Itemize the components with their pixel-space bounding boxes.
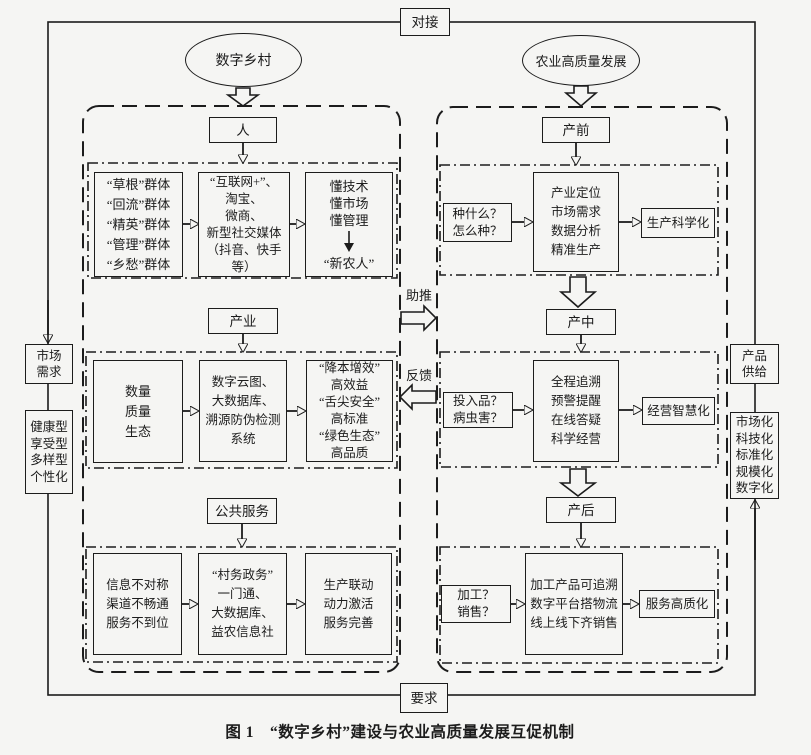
people-media-box: “互联网+”、 淘宝、 微商、 新型社交媒体 （抖音、快手 等）: [198, 172, 290, 277]
bottom-connector-label: 要求: [410, 690, 438, 706]
feedback-left-block-arrow-icon: [398, 383, 437, 411]
market-demand-label: 市场 需求: [36, 348, 62, 380]
people-groups-box: “草根”群体 “回流”群体 “精英”群体 “管理”群体 “乡愁”群体: [94, 172, 183, 277]
supply-traits-box: 市场化 科技化 标准化 规模化 数字化: [730, 412, 779, 499]
industry-inputs-box: 数量 质量 生态: [93, 360, 183, 463]
digital-village-title: 数字乡村: [215, 54, 272, 69]
people-media-text: “互联网+”、 淘宝、 微商、 新型社交媒体 （抖音、快手 等）: [206, 174, 282, 274]
public-problems-box: 信息不对称 渠道不畅通 服务不到位: [93, 553, 182, 655]
people-header-label: 人: [236, 122, 250, 138]
pre-production-header-box: 产前: [542, 117, 610, 143]
mid-result-box: 经营智慧化: [642, 397, 715, 425]
industry-header-label: 产业: [229, 313, 257, 329]
post-process-box: 加工产品可追溯 数字平台搭物流 线上线下齐销售: [525, 553, 623, 655]
post-result-box: 服务高质化: [639, 590, 715, 618]
pre-question-box: 种什么？ 怎么种？: [443, 203, 512, 242]
mid-production-header-label: 产中: [567, 314, 595, 330]
public-service-header-label: 公共服务: [215, 503, 269, 519]
industry-outcomes-text: “降本增效” 高效益 “舌尖安全” 高标准 “绿色生态” 高品质: [318, 361, 381, 460]
people-header-box: 人: [209, 117, 277, 143]
product-supply-label: 产品 供给: [741, 348, 767, 380]
top-connector-box: 对接: [400, 8, 450, 36]
industry-header-box: 产业: [208, 308, 278, 334]
digital-village-ellipse: 数字乡村: [185, 33, 302, 87]
post-process-text: 加工产品可追溯 数字平台搭物流 线上线下齐销售: [530, 577, 618, 630]
new-farmer-text: “新农人”: [323, 255, 375, 271]
boost-label: 助推: [405, 288, 432, 303]
public-tools-box: “村务政务” 一门通、 大数据库、 益农信息社: [198, 553, 287, 655]
post-production-header-box: 产后: [546, 497, 616, 523]
post-question-text: 加工？ 销售？: [457, 588, 495, 619]
people-skills-text: 懂技术 懂市场 懂管理: [329, 178, 369, 228]
public-problems-text: 信息不对称 渠道不畅通 服务不到位: [106, 577, 169, 630]
public-service-header-box: 公共服务: [207, 498, 277, 524]
agriculture-container: [436, 106, 728, 673]
digital-village-container: [82, 105, 401, 673]
mid-result-text: 经营智慧化: [647, 403, 710, 418]
agriculture-title: 农业高质量发展: [535, 54, 627, 69]
pre-result-text: 生产科学化: [646, 215, 710, 230]
public-outcomes-box: 生产联动 动力激活 服务完善: [305, 553, 392, 655]
public-outcomes-text: 生产联动 动力激活 服务完善: [323, 577, 374, 630]
bottom-connector-box: 要求: [400, 683, 448, 713]
mid-question-text: 投入品？ 病虫害？: [452, 394, 503, 425]
industry-tools-text: 数字云图、 大数据库、 溯源防伪检测 系统: [205, 375, 281, 446]
consumer-traits-label: 健康型 享受型 多样型 个性化: [30, 420, 68, 484]
pre-question-text: 种什么？ 怎么种？: [452, 206, 503, 238]
feedback-label: 反馈: [405, 368, 432, 383]
mid-production-section-box: [439, 351, 719, 468]
market-demand-box: 市场 需求: [25, 344, 73, 384]
people-skills-box: 懂技术 懂市场 懂管理 “新农人”: [305, 172, 393, 277]
pre-to-mid-block-arrow-icon: [558, 276, 598, 309]
top-connector-label: 对接: [411, 14, 439, 30]
post-production-header-label: 产后: [567, 502, 595, 518]
mid-process-text: 全程追溯 预警提醒 在线答疑 科学经营: [550, 375, 601, 446]
mid-process-box: 全程追溯 预警提醒 在线答疑 科学经营: [533, 360, 619, 462]
industry-tools-box: 数字云图、 大数据库、 溯源防伪检测 系统: [199, 360, 287, 462]
village-down-block-arrow-icon: [225, 87, 261, 107]
figure-caption: 图 1 “数字乡村”建设与农业高质量发展互促机制: [225, 724, 575, 741]
industry-inputs-text: 数量 质量 生态: [124, 383, 151, 439]
agri-down-block-arrow-icon: [563, 85, 599, 108]
pre-result-box: 生产科学化: [641, 208, 715, 238]
pre-process-text: 产业定位 市场需求 数据分析 精准生产: [550, 186, 601, 257]
post-production-section-box: [439, 546, 719, 664]
product-supply-box: 产品 供给: [730, 344, 779, 384]
mid-question-box: 投入品？ 病虫害？: [443, 392, 513, 428]
pre-production-header-label: 产前: [562, 122, 590, 138]
public-tools-text: “村务政务” 一门通、 大数据库、 益农信息社: [211, 568, 274, 639]
mid-production-header-box: 产中: [546, 309, 616, 335]
people-groups-text: “草根”群体 “回流”群体 “精英”群体 “管理”群体 “乡愁”群体: [106, 176, 171, 272]
pre-process-box: 产业定位 市场需求 数据分析 精准生产: [533, 172, 619, 272]
post-question-box: 加工？ 销售？: [441, 585, 511, 623]
post-result-text: 服务高质化: [645, 596, 709, 611]
agriculture-ellipse: 农业高质量发展: [522, 35, 640, 86]
consumer-traits-box: 健康型 享受型 多样型 个性化: [25, 410, 73, 494]
pre-production-section-box: [439, 164, 719, 276]
supply-traits-label: 市场化 科技化 标准化 规模化 数字化: [735, 415, 774, 496]
down-arrow-icon: [344, 230, 354, 252]
boost-right-block-arrow-icon: [400, 304, 438, 332]
industry-outcomes-box: “降本增效” 高效益 “舌尖安全” 高标准 “绿色生态” 高品质: [306, 360, 393, 462]
mid-to-post-block-arrow-icon: [558, 468, 598, 498]
